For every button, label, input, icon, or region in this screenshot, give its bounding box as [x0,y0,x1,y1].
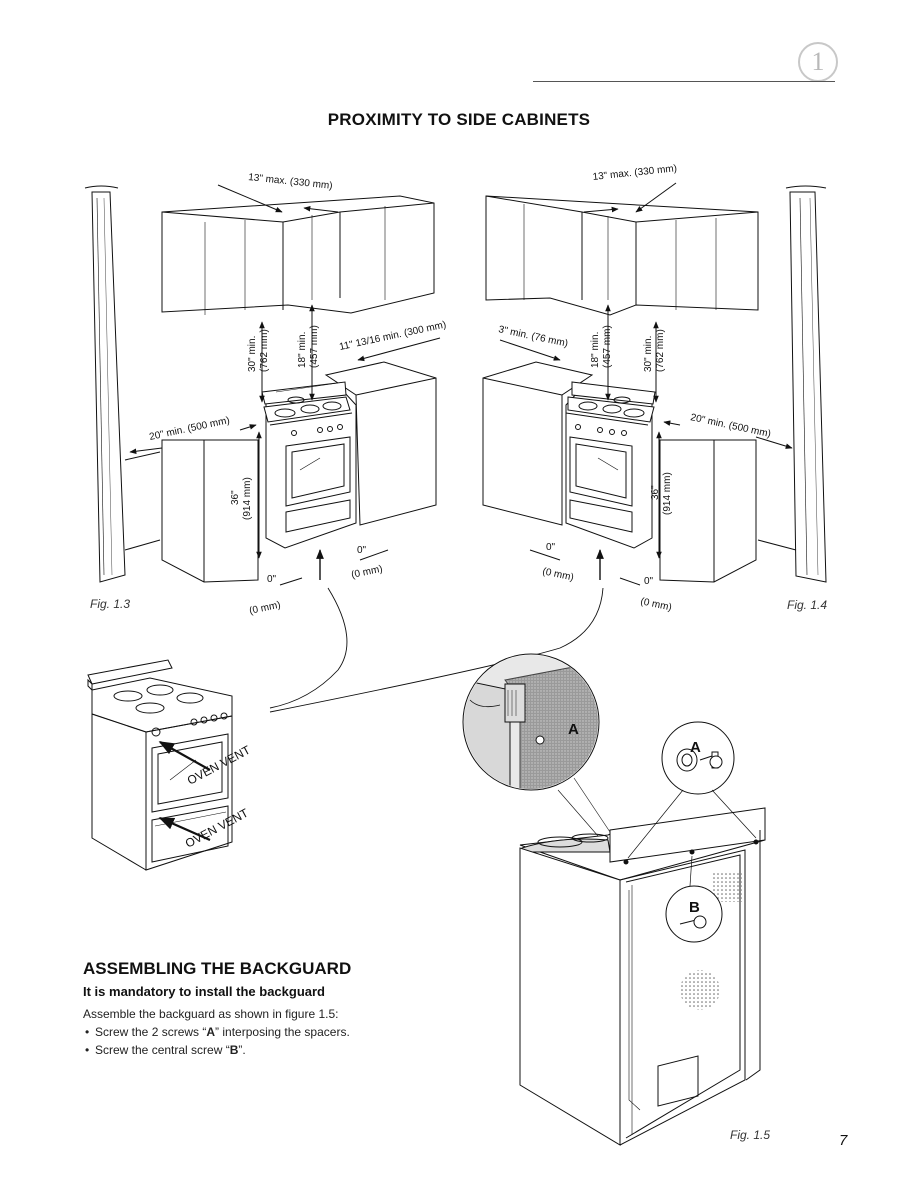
figure-1-3 [84,184,441,709]
fig13-mid-clear-mm: (457 mm) [309,325,320,368]
fig13-height-in: 36" [230,490,241,505]
fig13-zero-b-mm: (0 mm) [248,600,281,617]
fig13-zero-b-in: 0" [267,574,277,585]
figure-1-4 [269,182,827,713]
fig13-zero-a-in: 0" [357,545,367,556]
section-heading: ASSEMBLING THE BACKGUARD [83,959,352,978]
oven-vent-label-top: OVEN VENT [185,742,253,787]
assembly-step-1: •Screw the 2 screws “A” interposing the … [85,1025,350,1039]
fig15-zoom-label-a: A [568,721,579,738]
fig14-mid-clear-mm: (457 mm) [602,325,613,368]
bullet: • [85,1043,90,1057]
page-title: PROXIMITY TO SIDE CABINETS [327,110,591,129]
fig13-caption: Fig. 1.3 [90,597,131,611]
fig14-zero-a-mm: (0 mm) [541,566,574,583]
header-rule [533,81,835,82]
fig15-label-a: A [690,739,701,756]
fig14-top-gap: 13" max. (330 mm) [592,163,677,183]
page-number: 7 [839,1132,848,1149]
assembly-step-2: •Screw the central screw “B”. [85,1043,246,1057]
fig13-wall-clear: 20" min. (500 mm) [148,415,230,443]
assembly-intro: Assemble the backguard as shown in figur… [83,1007,339,1021]
chapter-number: 1 [811,47,825,76]
fig14-right-clear-in: 30" min. [643,336,654,372]
fig14-caption: Fig. 1.4 [787,598,828,612]
fig14-mid-clear-in: 18" min. [590,332,601,368]
fig13-left-clear-in: 30" min. [247,336,258,372]
fig15-label-b: B [689,899,700,916]
fig13-height-mm: (914 mm) [242,477,253,520]
fig13-zero-a-mm: (0 mm) [350,564,383,581]
section-subheading: It is mandatory to install the backguard [83,984,325,999]
fig14-zero-b-in: 0" [644,576,654,587]
fig15-caption: Fig. 1.5 [730,1128,771,1142]
fig14-right-clear-mm: (762 mm) [655,329,666,372]
fig14-zero-b-mm: (0 mm) [639,596,672,613]
fig14-wall-clear: 20" min. (500 mm) [689,412,771,440]
fig13-right-side: 11" 13/16 min. (300 mm) [338,320,447,353]
fig13-left-clear-mm: (762 mm) [259,329,270,372]
fig14-left-side: 3" min. (76 mm) [497,324,569,349]
oven-vent-detail [87,659,233,871]
fig14-height-in: 36" [650,485,661,500]
bullet: • [85,1025,90,1039]
fig13-top-gap: 13" max. (330 mm) [248,172,333,192]
fig14-zero-a-in: 0" [546,542,556,553]
fig14-height-mm: (914 mm) [662,472,673,515]
fig13-mid-clear-in: 18" min. [297,332,308,368]
figure-1-5 [462,653,766,1146]
